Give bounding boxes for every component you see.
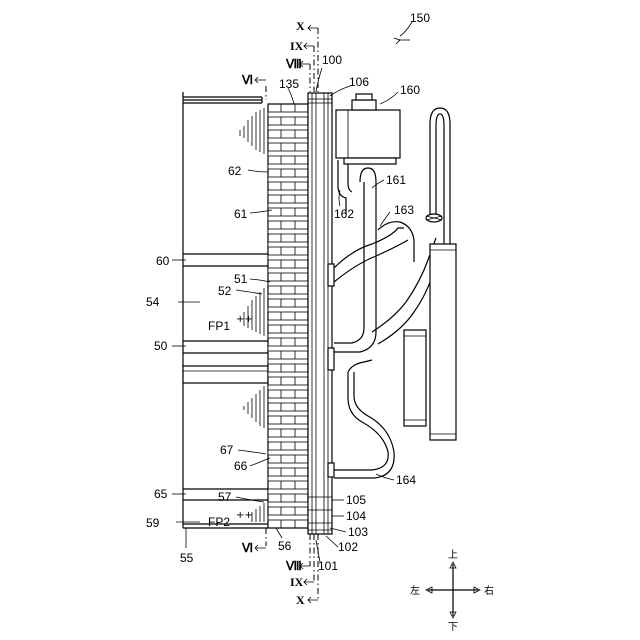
- label-56: 56: [278, 539, 292, 553]
- label-106: 106: [349, 75, 369, 89]
- label-fp2: FP2: [208, 515, 230, 529]
- label-67: 67: [220, 443, 234, 457]
- section-viii-top: Ⅷ: [285, 57, 302, 71]
- direction-left: 左: [410, 584, 420, 597]
- tube-row: [268, 411, 308, 416]
- direction-down: 下: [448, 622, 458, 633]
- fp2-marks: ++: [236, 510, 253, 521]
- section-x-bottom: X: [296, 593, 305, 607]
- label-51: 51: [234, 272, 248, 286]
- tube-row: [268, 424, 308, 429]
- frame-structure: [183, 92, 268, 528]
- label-103: 103: [348, 525, 368, 539]
- tube-row: [268, 320, 308, 325]
- tube-row: [268, 450, 308, 455]
- tube-row: [268, 502, 308, 507]
- tube-row: [268, 385, 308, 390]
- label-60: 60: [156, 254, 170, 268]
- tube-row: [268, 281, 308, 286]
- tube-row: [268, 307, 308, 312]
- label-162: 162: [334, 207, 354, 221]
- fp1-marks: ++: [236, 314, 253, 325]
- tube-row: [268, 177, 308, 182]
- label-fp1: FP1: [208, 319, 230, 333]
- tube-row: [268, 359, 308, 364]
- label-59: 59: [146, 516, 160, 530]
- label-160: 160: [400, 83, 420, 97]
- label-52: 52: [218, 284, 232, 298]
- label-101: 101: [318, 559, 338, 573]
- tube-row: [268, 489, 308, 494]
- tube-row: [268, 203, 308, 208]
- tube-row: [268, 229, 308, 234]
- tube-row: [268, 242, 308, 247]
- section-x-top: X: [296, 19, 305, 33]
- tube-row: [268, 372, 308, 377]
- label-62: 62: [228, 164, 242, 178]
- tube-row: [268, 216, 308, 221]
- label-61: 61: [234, 207, 248, 221]
- label-135: 135: [279, 77, 299, 91]
- tube-row: [268, 333, 308, 338]
- label-161: 161: [386, 173, 406, 187]
- label-105: 105: [346, 493, 366, 507]
- tube-row: [268, 515, 308, 520]
- label-163: 163: [394, 203, 414, 217]
- tube-row: [268, 151, 308, 156]
- tube-row: [268, 112, 308, 117]
- label-164: 164: [396, 473, 416, 487]
- unit-160: [336, 94, 400, 164]
- tube-row: [268, 346, 308, 351]
- label-102: 102: [338, 540, 358, 554]
- tube-row: [268, 268, 308, 273]
- tube-row: [268, 125, 308, 130]
- label-150: 150: [410, 11, 430, 25]
- tube-row: [268, 476, 308, 481]
- tube-row: [268, 398, 308, 403]
- direction-up: 上: [448, 549, 458, 561]
- section-vi-bottom: Ⅵ: [241, 541, 253, 555]
- label-54: 54: [146, 295, 160, 309]
- label-104: 104: [346, 509, 366, 523]
- section-vi-top: Ⅵ: [241, 73, 253, 87]
- receivers: [404, 244, 456, 440]
- tube-row: [268, 255, 308, 260]
- direction-right: 右: [484, 584, 494, 597]
- section-viii-bottom: Ⅷ: [285, 559, 302, 573]
- label-50: 50: [154, 339, 168, 353]
- tube-row: [268, 164, 308, 169]
- label-66: 66: [234, 459, 248, 473]
- tube-row: [268, 463, 308, 468]
- tube-row: [268, 294, 308, 299]
- label-55: 55: [180, 551, 194, 565]
- header-tank: [308, 93, 334, 534]
- tube-row: [268, 437, 308, 442]
- section-ix-bottom: IX: [290, 575, 304, 589]
- direction-compass: 上 下 左 右: [410, 549, 494, 633]
- label-100: 100: [322, 53, 342, 67]
- tube-row: [268, 138, 308, 143]
- section-ix-top: IX: [290, 39, 304, 53]
- label-65: 65: [154, 487, 168, 501]
- tube-row: [268, 190, 308, 195]
- label-57: 57: [218, 490, 232, 504]
